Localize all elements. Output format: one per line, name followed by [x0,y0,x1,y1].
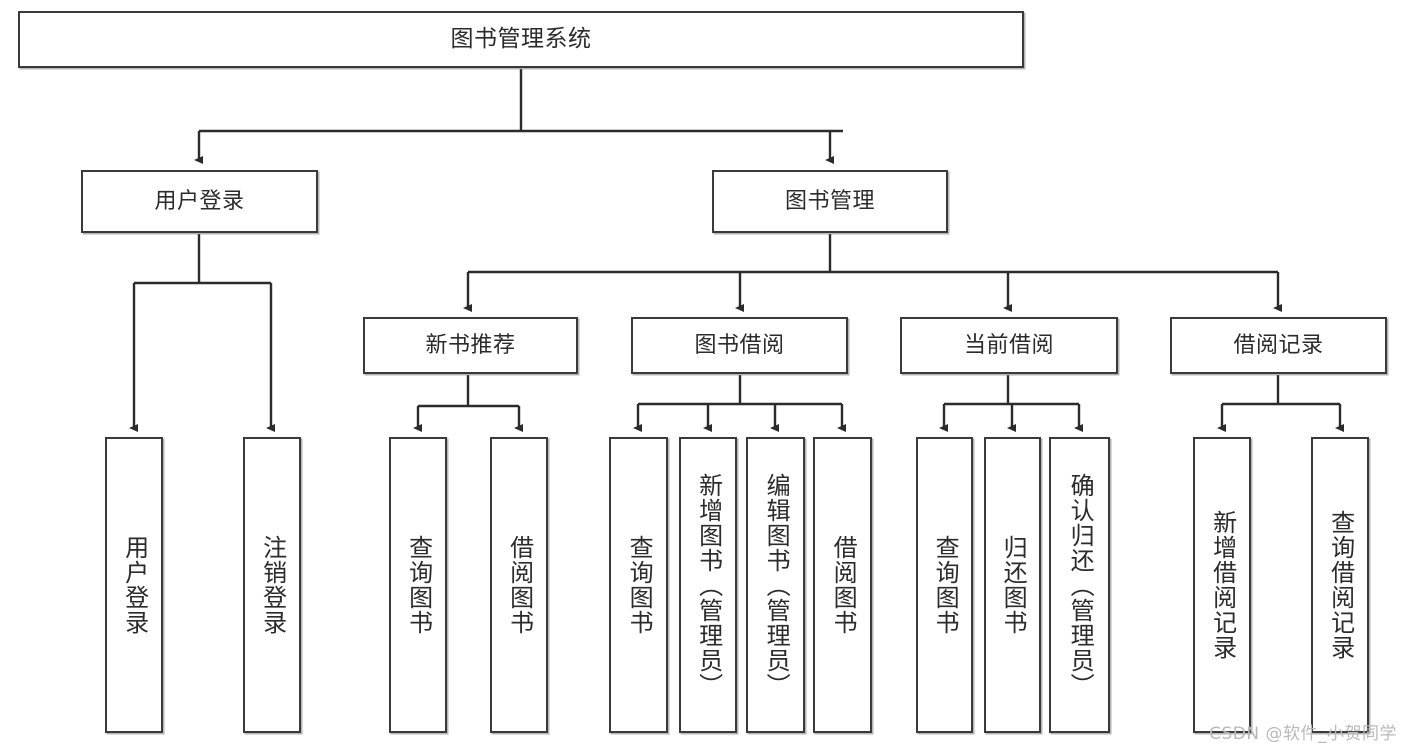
node-label: 图书借阅 [694,332,785,358]
leaf-borrow-book-recommend[interactable]: 借阅图书 [490,437,548,733]
node-book-management[interactable]: 图书管理 [712,170,948,233]
csdn-watermark: CSDN @软件_小贺同学 [1209,724,1397,744]
leaf-return-book[interactable]: 归还图书 [984,437,1041,733]
leaf-logout[interactable]: 注销登录 [243,437,301,733]
node-label: 新增图书（管理员） [694,472,723,698]
leaf-add-book[interactable]: 新增图书（管理员） [679,437,737,733]
node-label: 用户登录 [120,535,149,635]
node-label: 借阅图书 [829,535,858,635]
leaf-edit-book[interactable]: 编辑图书（管理员） [746,437,805,733]
node-label: 新书推荐 [425,332,516,358]
node-current-borrow[interactable]: 当前借阅 [900,317,1118,374]
node-label: 查询借阅记录 [1326,510,1355,660]
node-label: 归还图书 [999,535,1028,635]
node-label: 借阅记录 [1233,332,1324,358]
node-label: 查询图书 [931,535,960,635]
node-label: 当前借阅 [963,332,1054,358]
node-label: 查询图书 [625,535,654,635]
leaf-query-book-current[interactable]: 查询图书 [916,437,973,733]
node-label: 图书管理系统 [450,25,592,52]
leaf-user-login[interactable]: 用户登录 [105,437,163,733]
node-label: 确认归还（管理员） [1066,472,1095,698]
node-borrow-record[interactable]: 借阅记录 [1170,317,1387,374]
leaf-query-book-recommend[interactable]: 查询图书 [389,437,447,733]
node-label: 用户登录 [154,188,245,214]
node-user-login[interactable]: 用户登录 [81,170,318,233]
leaf-add-borrow-record[interactable]: 新增借阅记录 [1193,437,1251,733]
leaf-query-borrow-record[interactable]: 查询借阅记录 [1311,437,1369,733]
leaf-query-book-borrow[interactable]: 查询图书 [609,437,668,733]
node-label: 编辑图书（管理员） [762,472,791,698]
node-book-borrow[interactable]: 图书借阅 [631,317,848,374]
node-label: 注销登录 [258,535,287,635]
node-label: 借阅图书 [505,535,534,635]
node-label: 查询图书 [404,535,433,635]
leaf-borrow-book[interactable]: 借阅图书 [813,437,872,733]
node-new-book-recommend[interactable]: 新书推荐 [363,317,578,374]
node-root-system[interactable]: 图书管理系统 [18,11,1024,68]
leaf-confirm-return[interactable]: 确认归还（管理员） [1049,437,1110,733]
node-label: 图书管理 [784,188,875,214]
node-label: 新增借阅记录 [1208,510,1237,660]
